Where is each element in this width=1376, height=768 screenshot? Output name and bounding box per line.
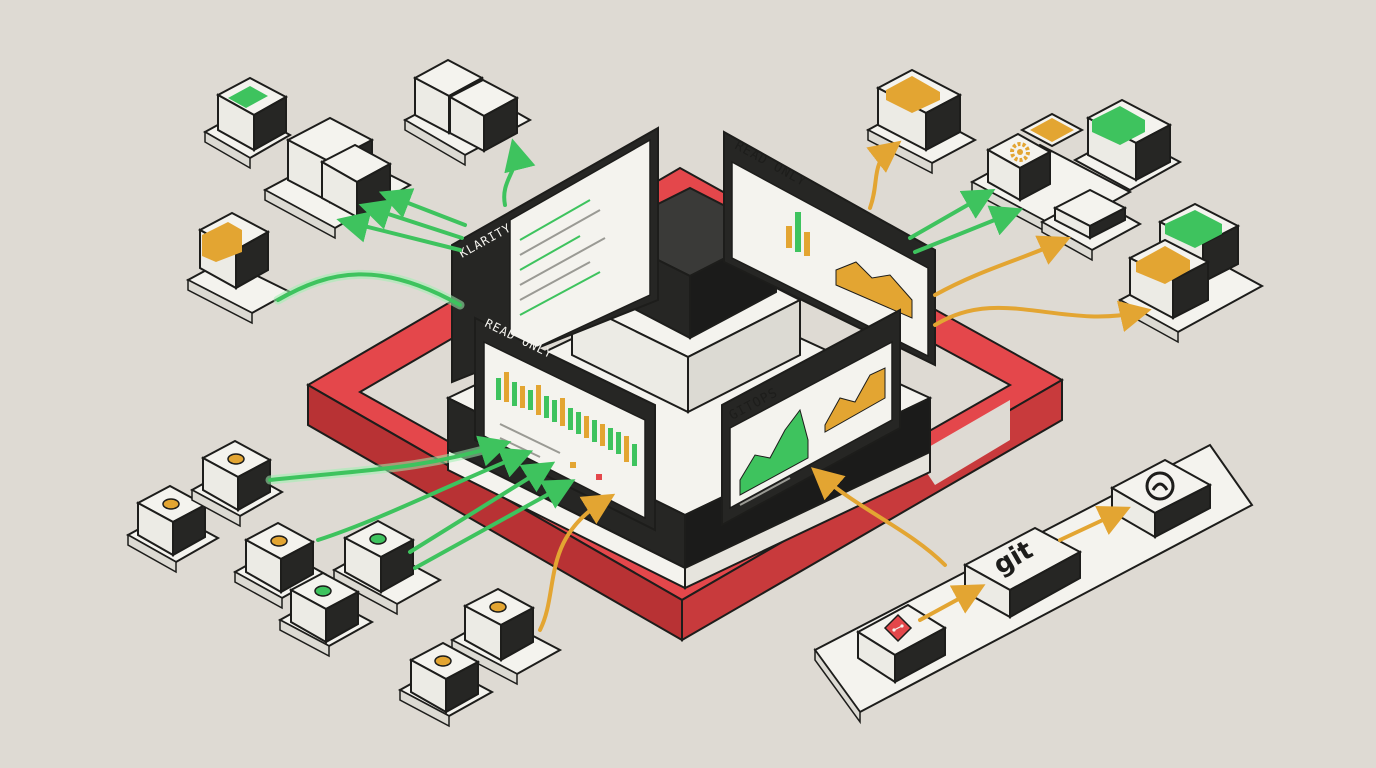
dashboard-panel-klarity: KLARITY — [451, 126, 659, 384]
flow-lines — [265, 138, 1152, 632]
github-icon — [1145, 471, 1175, 501]
git-branch-icon — [883, 613, 913, 643]
node-dot-bl-6 — [449, 587, 563, 686]
git-block: git — [962, 526, 1083, 619]
node-dot-bl-7 — [397, 641, 495, 728]
node-block-tr-1 — [865, 68, 978, 175]
node-dot-bl-2 — [189, 439, 285, 528]
node-dot-bl-5 — [277, 571, 375, 658]
node-block-tl-4 — [185, 211, 293, 325]
bar-chart-front — [496, 372, 637, 466]
node-block-tl-1 — [202, 76, 293, 170]
dashboard-panel-gitops: GITOPS — [721, 308, 901, 527]
dashboard-panel-read-only-right: READ ONLY — [723, 130, 936, 367]
gitops-pipeline: git — [810, 443, 1254, 725]
gear-icon — [1010, 142, 1030, 162]
node-dot-bl-4 — [331, 519, 443, 616]
node-block-tl-3 — [402, 58, 533, 167]
node-block-tr-5 — [1117, 202, 1265, 344]
repo-block — [1109, 458, 1213, 539]
node-block-tr-3 — [1072, 98, 1183, 192]
